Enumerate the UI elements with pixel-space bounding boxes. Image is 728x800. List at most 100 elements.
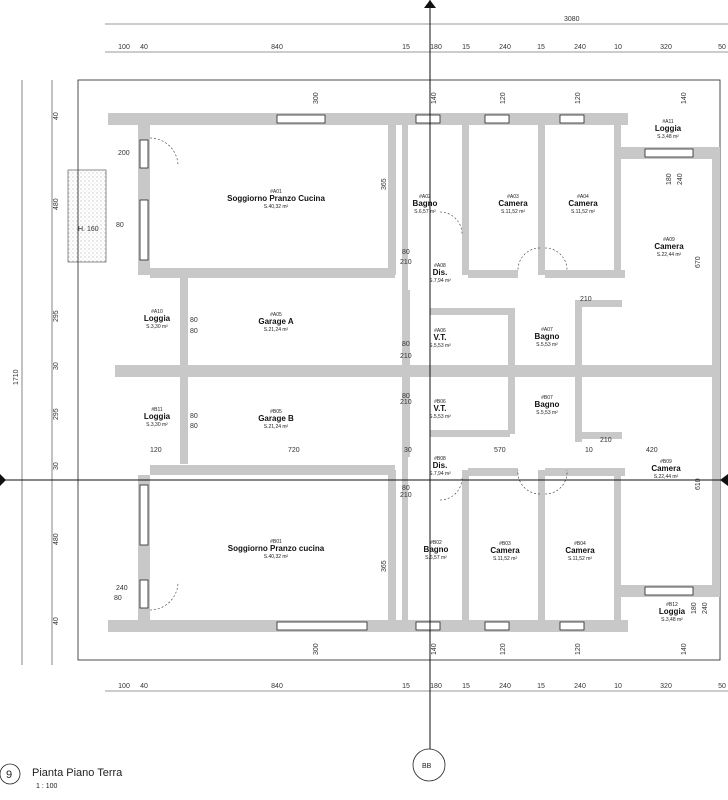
room-code: #B11: [151, 407, 163, 413]
room-name: Garage A: [258, 317, 293, 326]
dim-label: 365: [381, 178, 388, 190]
room-area: S.22,44 m²: [654, 474, 679, 480]
bottom-dimension-label: 180: [430, 683, 442, 690]
overall-width-label: 3080: [564, 16, 580, 23]
building-outline: H. 160: [67, 79, 721, 661]
window-b02: [415, 621, 441, 631]
room-name: Camera: [498, 199, 528, 208]
left-dimension-chain: 1710: [13, 80, 53, 665]
window-width-label: 140: [681, 643, 688, 655]
room-name: Soggiorno Pranzo cucina: [228, 544, 325, 553]
room-name: Loggia: [144, 412, 171, 421]
top-dimension-label: 15: [462, 44, 470, 51]
dim-label: 240: [677, 173, 684, 185]
room-code: #B04: [574, 541, 586, 547]
room-code: #A10: [151, 309, 163, 315]
left-dimension-label: 295: [53, 310, 60, 322]
dim-label: 80: [190, 413, 198, 420]
drawing-scale: 1 : 100: [36, 783, 58, 790]
room-code: #A02: [419, 194, 431, 200]
top-dimension-chain: 3080 10010040408408401515180180151524024…: [53, 16, 728, 692]
window-a02: [415, 114, 441, 124]
bottom-dimension-label: 10: [614, 683, 622, 690]
bottom-dimension-label: 15: [402, 683, 410, 690]
dim-label: 80: [116, 222, 124, 229]
top-dimension-label: 180: [430, 44, 442, 51]
left-dimension-label: 40: [53, 112, 60, 120]
room-name: Bagno: [535, 400, 560, 409]
room-name: Dis.: [433, 461, 448, 470]
room-code: #A04: [577, 194, 589, 200]
room-name: Dis.: [433, 268, 448, 277]
window-a04: [559, 114, 585, 124]
left-dimension-label: 30: [53, 362, 60, 370]
dim-label: 180: [666, 173, 673, 185]
top-dimension-label: 50: [718, 44, 726, 51]
bottom-dimension-label: 240: [499, 683, 511, 690]
window-b04: [559, 621, 585, 631]
dim-label: 720: [288, 447, 300, 454]
room-code: #B12: [666, 602, 678, 608]
bottom-dimension-label: 50: [718, 683, 726, 690]
dim-label: 610: [695, 478, 702, 490]
dim-label: 80: [402, 341, 410, 348]
window-b01: [276, 621, 368, 631]
room-code: #B02: [430, 540, 442, 546]
height-label: H. 160: [78, 226, 99, 233]
window-a03: [484, 114, 510, 124]
bottom-dimension-label: 15: [537, 683, 545, 690]
dim-label: 200: [118, 150, 130, 157]
door-swings: [149, 137, 568, 611]
dim-label: 365: [381, 560, 388, 572]
dim-label: 120: [150, 447, 162, 454]
room-area: S.11,52 m²: [571, 209, 595, 215]
dim-label: 210: [400, 353, 412, 360]
top-dimension-label: 40: [140, 44, 148, 51]
room-code: #B08: [434, 456, 446, 462]
room-name: Bagno: [424, 545, 449, 554]
room-name: V.T.: [433, 404, 446, 413]
room-name: Loggia: [655, 124, 682, 133]
room-code: #A03: [507, 194, 519, 200]
room-area: S.40,32 m²: [264, 204, 289, 210]
section-axes: [0, 0, 728, 760]
left-dimension-label: 480: [53, 533, 60, 545]
dim-label: 80: [402, 393, 410, 400]
room-name: Soggiorno Pranzo Cucina: [227, 194, 325, 203]
bottom-dimension-label: 240: [574, 683, 586, 690]
room-code: #B06: [434, 399, 446, 405]
dim-label: 570: [494, 447, 506, 454]
dim-label: 80: [190, 328, 198, 335]
bottom-dimension-label: 100: [118, 683, 130, 690]
room-name: Camera: [565, 546, 595, 555]
room-area: S.22,44 m²: [657, 252, 682, 258]
drawing-title: Pianta Piano Terra: [32, 767, 123, 779]
left-dimension-label: 295: [53, 408, 60, 420]
room-area: S.5,53 m²: [536, 342, 558, 348]
room-name: Camera: [490, 546, 520, 555]
room-code: #A08: [434, 263, 446, 269]
room-name: V.T.: [433, 333, 446, 342]
room-code: #A09: [663, 237, 675, 243]
dim-label: 80: [190, 423, 198, 430]
dim-label: 210: [400, 399, 412, 406]
dim-label: 10: [585, 447, 593, 454]
window-width-label: 120: [500, 643, 507, 655]
top-dimension-label: 10: [614, 44, 622, 51]
room-name: Camera: [654, 242, 684, 251]
dim-label: 80: [190, 317, 198, 324]
room-area: S.6,57 m²: [414, 209, 436, 215]
room-area: S.11,52 m²: [568, 556, 592, 562]
room-name: Bagno: [535, 332, 560, 341]
top-dimension-label: 320: [660, 44, 672, 51]
room-area: S.5,53 m²: [429, 343, 451, 349]
window-left-a2: [139, 199, 149, 261]
top-dimension-label: 840: [271, 44, 283, 51]
room-name: Camera: [651, 464, 681, 473]
room-code: #B09: [660, 459, 672, 465]
dim-label: 210: [580, 296, 592, 303]
windows: [139, 114, 694, 631]
interior-dimensions: 120 720 30 570 10 420 200 80 240 80 80 8…: [114, 150, 709, 614]
